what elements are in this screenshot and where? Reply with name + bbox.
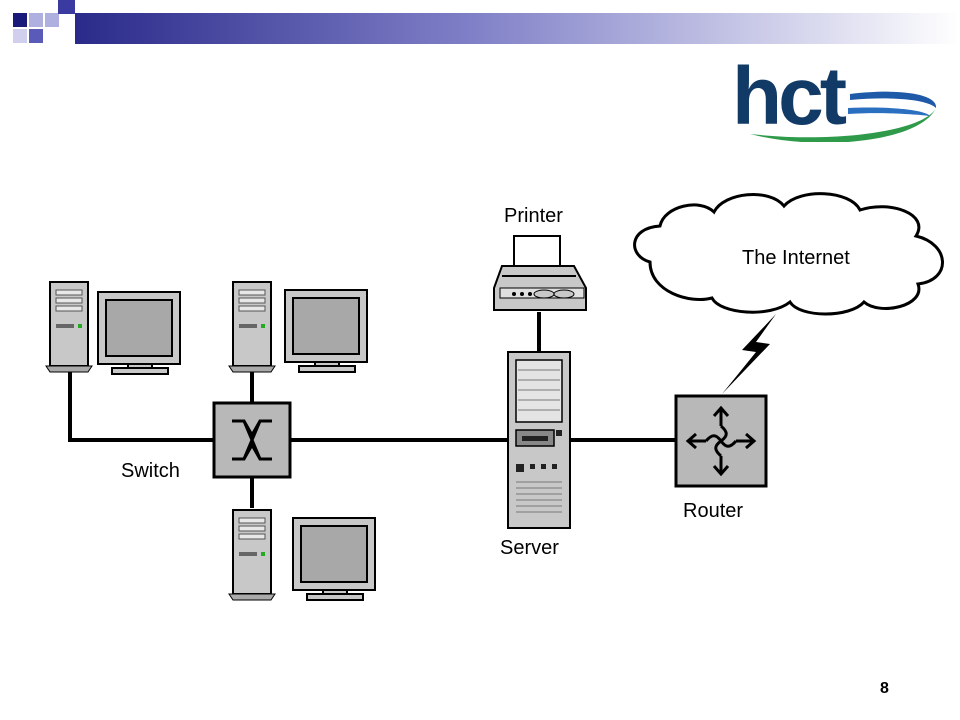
header-square-blue-2 [58, 0, 75, 14]
internet-label: The Internet [742, 247, 850, 269]
printer-label: Printer [504, 205, 563, 227]
internet-cloud-icon [633, 192, 944, 316]
printer-device [493, 235, 587, 311]
computer-2 [228, 281, 368, 373]
hct-logo: hct [732, 52, 937, 142]
header-square-light-2 [45, 13, 59, 27]
lightning-bolt-icon [722, 314, 776, 394]
switch-label: Switch [121, 460, 180, 482]
line-pc1-switch [68, 368, 214, 442]
logo-swoosh-green [750, 108, 936, 142]
logo-text: hct [732, 52, 847, 142]
router-device [674, 394, 768, 488]
router-label: Router [683, 500, 744, 522]
computer-3 [228, 509, 376, 601]
server-device [507, 351, 571, 529]
server-label: Server [500, 537, 559, 559]
header-decoration [13, 0, 960, 44]
logo-swoosh-blue [850, 91, 937, 108]
page-number: 8 [880, 680, 889, 697]
switch-device [212, 401, 292, 479]
header-square-blue-1 [29, 29, 43, 43]
computer-1 [45, 281, 181, 375]
header-square-light-3 [13, 29, 27, 43]
header-square-navy [13, 13, 27, 27]
header-square-light-1 [29, 13, 43, 27]
header-gradient-band [75, 13, 960, 44]
connection-lines [68, 312, 676, 508]
logo-swoosh-blue-2 [848, 107, 930, 116]
